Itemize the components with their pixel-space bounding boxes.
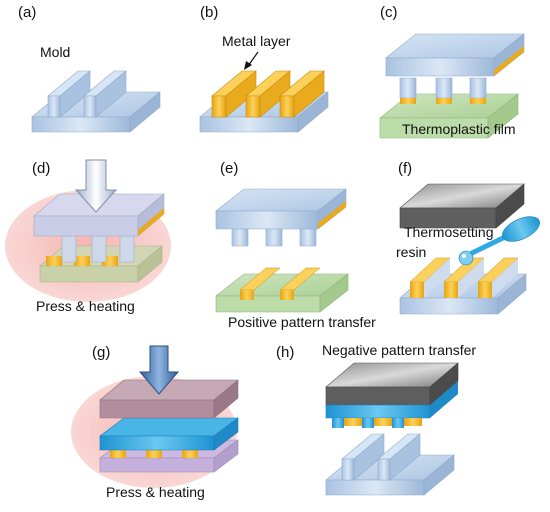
caption-metal-layer: Metal layer — [222, 33, 291, 49]
panel-label-d: (d) — [32, 160, 51, 177]
panel-g-press-heating-resin — [71, 345, 239, 488]
panel-label-e: (e) — [220, 160, 239, 177]
panel-d-press-heating — [5, 159, 171, 302]
panel-h-negative-transfer — [325, 362, 459, 496]
caption-press-heating-d: Press & heating — [36, 298, 135, 314]
caption-thermoplastic-film: Thermoplastic film — [402, 121, 516, 137]
panel-label-h: (h) — [276, 344, 295, 361]
panel-label-c: (c) — [380, 4, 398, 21]
panel-a-mold — [31, 70, 161, 133]
panel-label-f: (f) — [398, 160, 413, 177]
caption-resin: resin — [396, 244, 427, 260]
caption-press-heating-g: Press & heating — [106, 484, 205, 500]
panel-label-b: (b) — [200, 4, 219, 21]
panel-f-resin-dispense — [399, 183, 540, 315]
panel-b-metal-coated-mold — [199, 51, 329, 133]
panel-label-a: (a) — [18, 4, 37, 21]
panel-label-g: (g) — [92, 344, 111, 361]
panel-c-stamp-over-film — [379, 33, 525, 139]
panel-e-positive-transfer — [215, 188, 349, 313]
caption-mold: Mold — [40, 44, 71, 60]
caption-negative-pattern-transfer: Negative pattern transfer — [322, 342, 477, 358]
caption-thermosetting: Thermosetting — [404, 224, 494, 240]
caption-positive-pattern-transfer: Positive pattern transfer — [228, 314, 376, 330]
